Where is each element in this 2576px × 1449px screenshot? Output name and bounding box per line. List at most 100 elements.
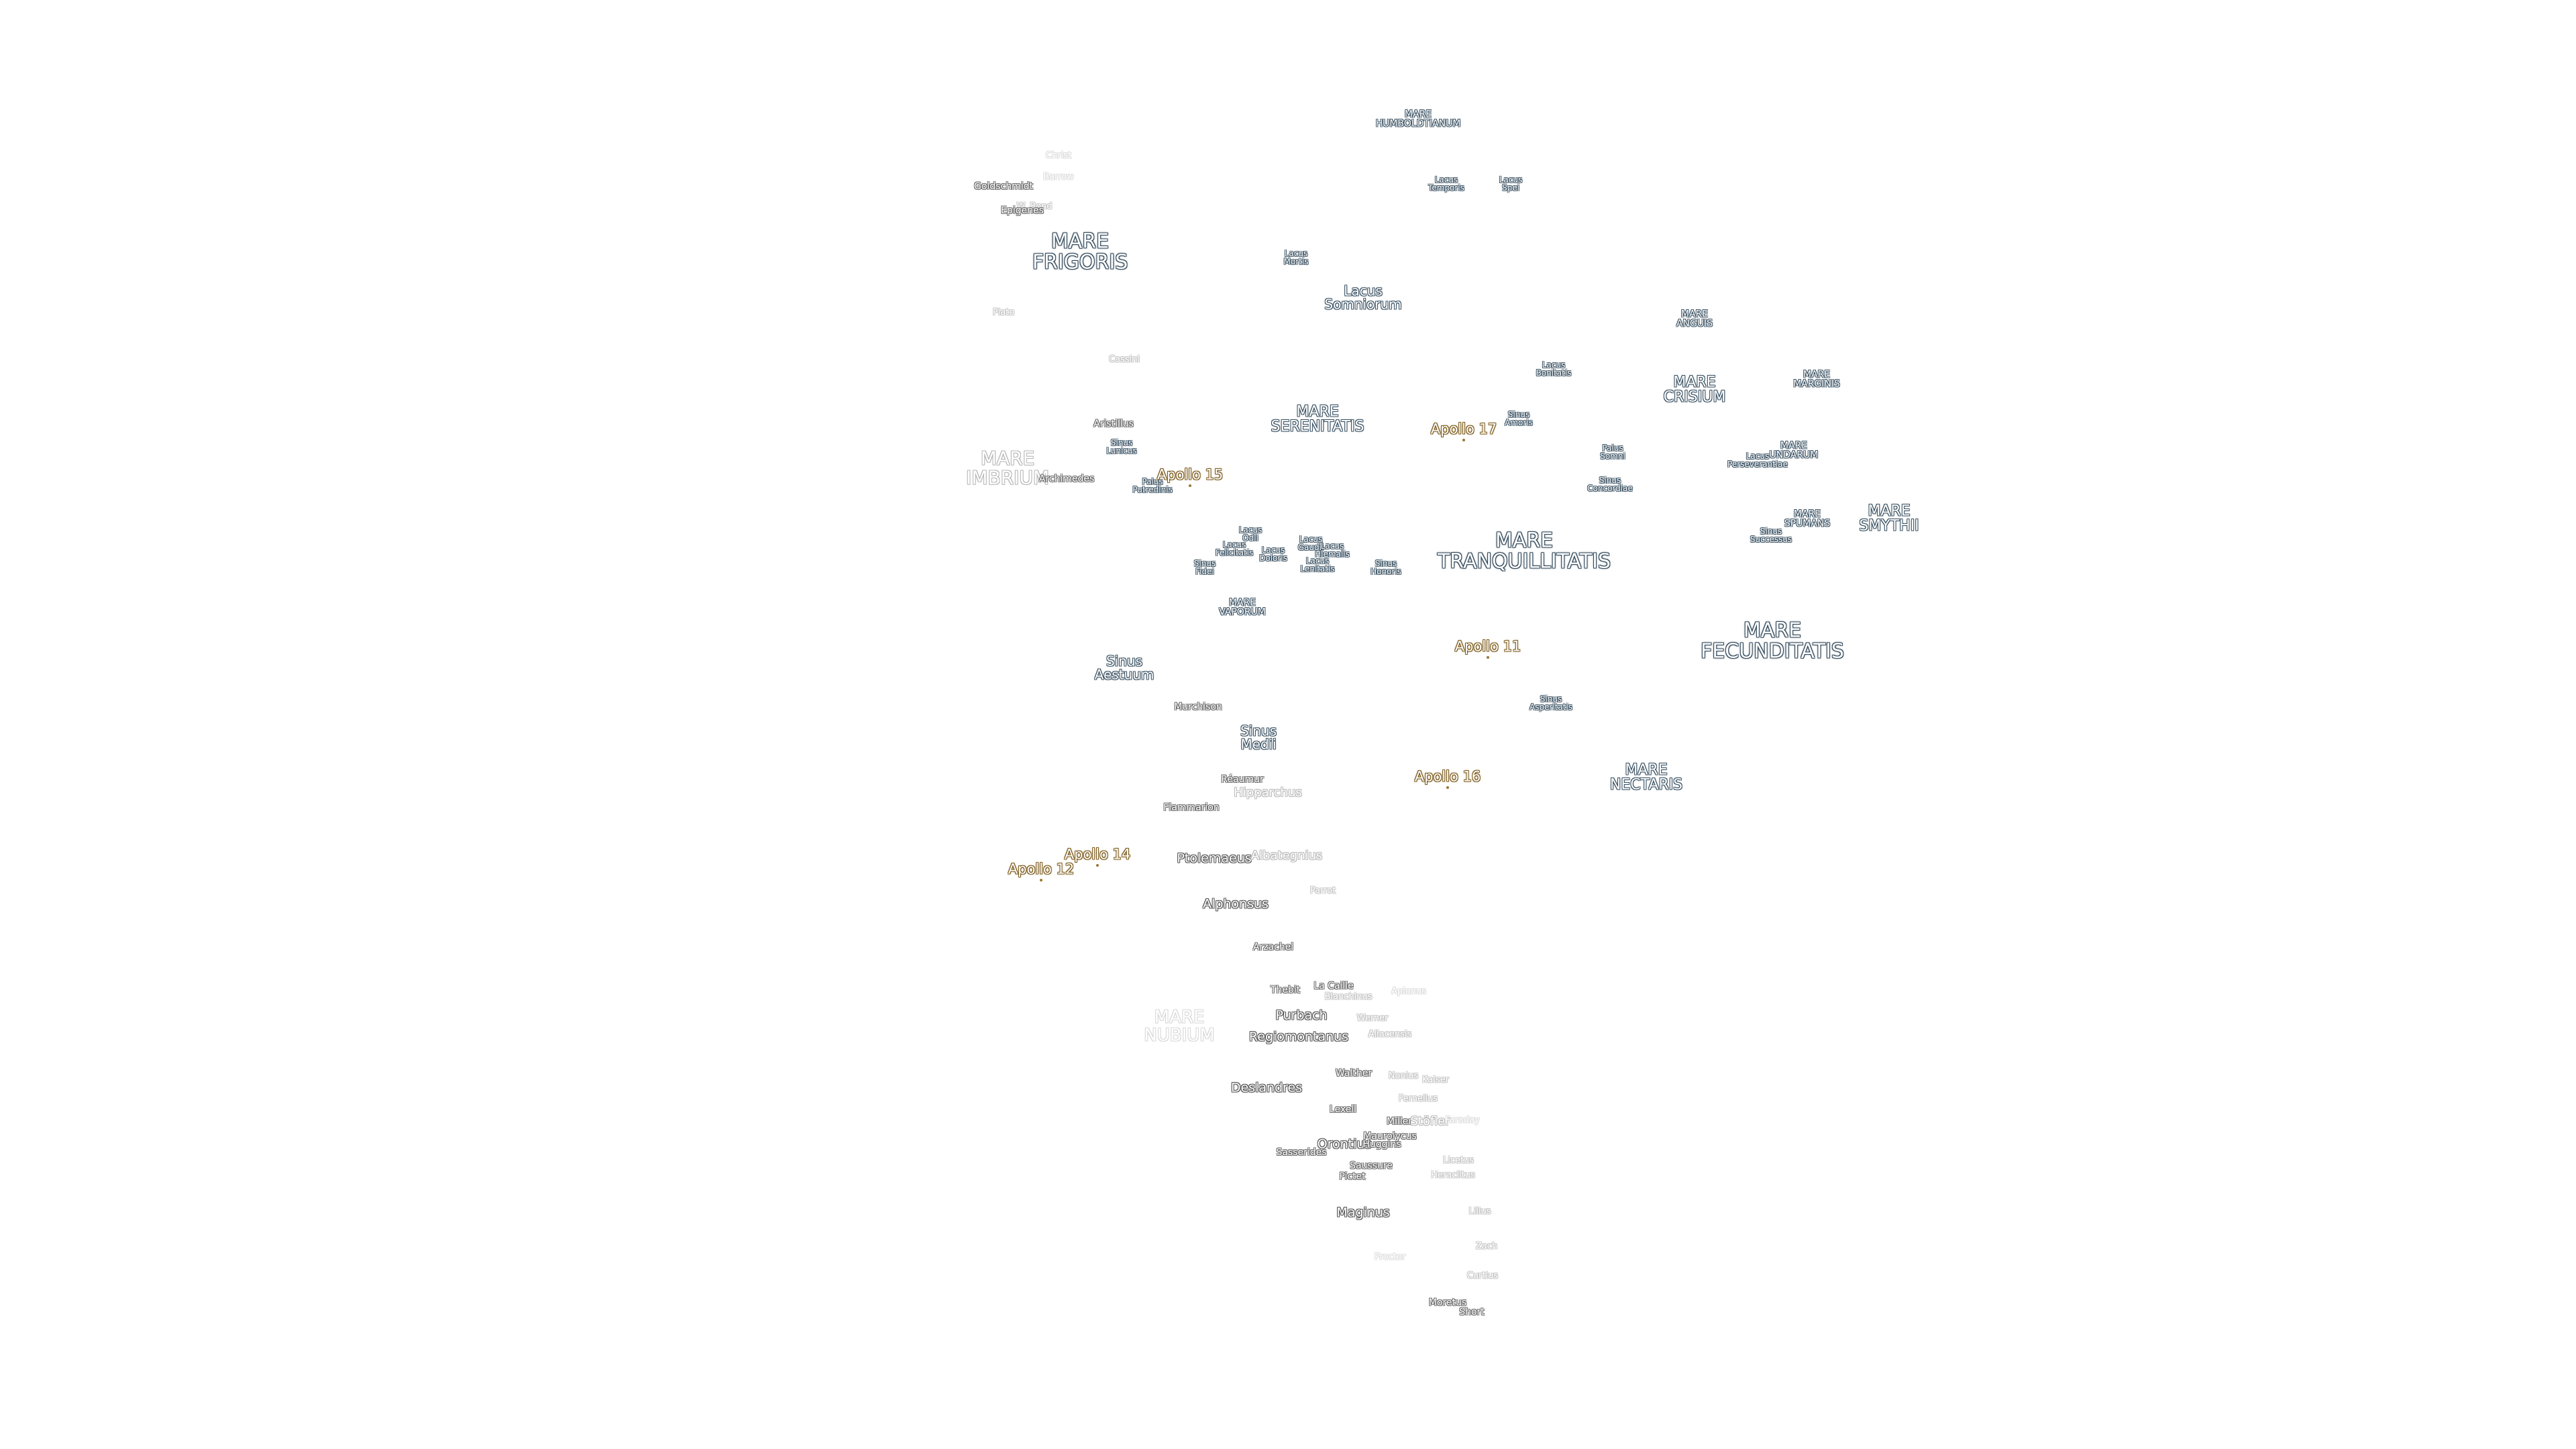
crater-murchison-label[interactable]: Murchison: [1174, 701, 1222, 712]
lacus-hiemalis-label[interactable]: Lacus Hiemalis: [1315, 541, 1350, 559]
crater-maurolycus-label[interactable]: Maurolycus: [1363, 1130, 1417, 1142]
sinus-asperitatis-label[interactable]: Sinus Asperitatis: [1529, 694, 1573, 712]
crater-apianus-label[interactable]: Apianus: [1391, 986, 1426, 997]
sinus-successus-label[interactable]: Sinus Successus: [1750, 526, 1792, 544]
crater-licetus-label[interactable]: Licetus: [1442, 1155, 1474, 1166]
mare-frigoris-label[interactable]: MARE FRIGORIS: [1032, 229, 1128, 274]
apollo-17-marker-icon[interactable]: [1462, 439, 1465, 441]
lacus-bonitatis-label[interactable]: Lacus Bonitatis: [1536, 360, 1572, 378]
lacus-gaudii-label[interactable]: Lacus Gaudii: [1297, 534, 1324, 552]
crater-thebit-label[interactable]: Thebit: [1270, 984, 1301, 996]
apollo-17-label[interactable]: Apollo 17: [1430, 421, 1497, 437]
crater-proctor-label[interactable]: Proctor: [1374, 1252, 1406, 1263]
crater-stofler-label[interactable]: Stöfler: [1410, 1114, 1450, 1128]
sinus-concordiae-label[interactable]: Sinus Concordiae: [1587, 475, 1633, 493]
crater-werner-label[interactable]: Werner: [1356, 1013, 1389, 1024]
apollo-16-marker-icon[interactable]: [1446, 786, 1449, 789]
mare-anguis-label[interactable]: MARE ANGUIS: [1676, 309, 1713, 329]
apollo-11-marker-icon[interactable]: [1487, 656, 1489, 659]
sinus-aestuum-label[interactable]: Sinus Aestuum: [1094, 653, 1155, 683]
apollo-14-marker-icon[interactable]: [1096, 864, 1099, 867]
crater-barrow-label[interactable]: Barrow: [1043, 172, 1074, 182]
palus-somni-label[interactable]: Palus Somni: [1600, 443, 1625, 461]
crater-fernelius-label[interactable]: Fernelius: [1398, 1093, 1438, 1104]
crater-orontius-label[interactable]: Orontius: [1317, 1136, 1372, 1152]
lacus-somniorum-label[interactable]: Lacus Somniorum: [1324, 282, 1402, 313]
sinus-medii-label[interactable]: Sinus Medii: [1240, 722, 1277, 753]
lacus-odii-label[interactable]: Lacus Odii: [1238, 525, 1263, 543]
crater-short-label[interactable]: Short: [1459, 1306, 1485, 1318]
lacus-mortis-label[interactable]: Lacus Mortis: [1283, 248, 1309, 266]
lacus-spei-label[interactable]: Lacus Spei: [1499, 174, 1523, 193]
crater-purbach-label[interactable]: Purbach: [1275, 1008, 1328, 1023]
mare-fecunditatis-label[interactable]: MARE FECUNDITATIS: [1701, 619, 1844, 663]
crater-faraday-label[interactable]: Faraday: [1445, 1115, 1480, 1126]
mare-marginis-label[interactable]: MARE MARGINIS: [1793, 369, 1840, 390]
crater-albategnius-label[interactable]: Albategnius: [1250, 848, 1323, 863]
crater-kaiser-label[interactable]: Kaiser: [1422, 1075, 1449, 1085]
crater-archimedes-label[interactable]: Archimedes: [1038, 473, 1095, 484]
mare-humboldtianum-label[interactable]: MARE HUMBOLDTIANUM: [1375, 109, 1461, 129]
crater-heraclitus-label[interactable]: Heraclitus: [1431, 1170, 1475, 1181]
crater-aristillus-label[interactable]: Aristillus: [1093, 418, 1134, 429]
sinus-honoris-label[interactable]: Sinus Honoris: [1371, 558, 1401, 576]
crater-arzachel-label[interactable]: Arzachel: [1252, 941, 1294, 953]
lacus-lenitatis-label[interactable]: Lacus Lenitatis: [1300, 555, 1335, 574]
mare-imbrium-label[interactable]: MARE IMBRIUM: [966, 447, 1049, 488]
crater-nonius-label[interactable]: Nonius: [1388, 1071, 1419, 1081]
mare-crisium-label[interactable]: MARE CRISIUM: [1663, 374, 1726, 406]
crater-flammarion-label[interactable]: Flammarion: [1163, 802, 1220, 813]
lacus-doloris-label[interactable]: Lacus Doloris: [1259, 545, 1287, 563]
crater-blanchinus-label[interactable]: Blanchinus: [1324, 991, 1373, 1002]
apollo-12-label[interactable]: Apollo 12: [1008, 861, 1075, 877]
crater-la-caille-label[interactable]: La Caille: [1313, 980, 1354, 991]
crater-reaumur-label[interactable]: Réaumur: [1221, 773, 1264, 785]
mare-undarum-label[interactable]: MARE UNDARUM: [1769, 440, 1819, 461]
crater-parrot-label[interactable]: Parrot: [1309, 885, 1336, 896]
crater-huggins-label[interactable]: Huggins: [1362, 1138, 1401, 1150]
sinus-amoris-label[interactable]: Sinus Amoris: [1505, 409, 1533, 427]
apollo-11-label[interactable]: Apollo 11: [1454, 638, 1521, 655]
apollo-14-label[interactable]: Apollo 14: [1064, 846, 1131, 863]
crater-lexell-label[interactable]: Lexell: [1329, 1104, 1357, 1115]
apollo-12-marker-icon[interactable]: [1040, 879, 1042, 881]
apollo-15-marker-icon[interactable]: [1189, 484, 1191, 487]
crater-plato-label[interactable]: Plato: [992, 307, 1015, 318]
crater-aliacensis-label[interactable]: Aliacensis: [1368, 1029, 1412, 1040]
crater-zach-label[interactable]: Zach: [1475, 1241, 1498, 1252]
crater-deslandres-label[interactable]: Deslandres: [1230, 1080, 1303, 1095]
mare-serenitatis-label[interactable]: MARE SERENITATIS: [1271, 403, 1364, 435]
sinus-lunicus-label[interactable]: Sinus Lunicus: [1106, 437, 1137, 455]
crater-alphonsus-label[interactable]: Alphonsus: [1203, 896, 1269, 912]
crater-epigenes-label[interactable]: Epigenes: [1001, 205, 1044, 216]
crater-hipparchus-label[interactable]: Hipparchus: [1234, 785, 1302, 800]
crater-pictet-label[interactable]: Pictet: [1339, 1171, 1366, 1182]
crater-lilius-label[interactable]: Lilius: [1468, 1206, 1491, 1217]
mare-spumans-label[interactable]: MARE SPUMANS: [1784, 508, 1831, 529]
crater-miller-label[interactable]: Miller: [1386, 1116, 1413, 1127]
crater-maginus-label[interactable]: Maginus: [1336, 1205, 1390, 1220]
mare-nectaris-label[interactable]: MARE NECTARIS: [1609, 761, 1683, 794]
lacus-temporis-label[interactable]: Lacus Temporis: [1428, 174, 1464, 193]
mare-smythii-label[interactable]: MARE SMYTHII: [1859, 502, 1919, 535]
lacus-felicitatis-label[interactable]: Lacus Felicitatis: [1215, 539, 1254, 557]
crater-cassini-label[interactable]: Cassini: [1108, 354, 1140, 365]
crater-sasserides-label[interactable]: Sasserides: [1276, 1146, 1327, 1158]
sinus-fidei-label[interactable]: Sinus Fidei: [1193, 558, 1216, 576]
mare-vaporum-label[interactable]: MARE VAPORUM: [1219, 597, 1266, 618]
crater-ptolemaeus-label[interactable]: Ptolemaeus: [1177, 851, 1252, 866]
mare-nubium-label[interactable]: MARE NUBIUM: [1144, 1007, 1215, 1045]
crater-saussure-label[interactable]: Saussure: [1350, 1160, 1393, 1171]
crater-curtius-label[interactable]: Curtius: [1466, 1271, 1499, 1281]
lacus-perseverantiae-label[interactable]: Lacus Perseverantiae: [1727, 451, 1788, 469]
crater-walther-label[interactable]: Walther: [1335, 1067, 1373, 1079]
palus-putredinis-label[interactable]: Palus Putredinis: [1132, 476, 1173, 494]
crater-w-bond-label[interactable]: W. Bond: [1016, 201, 1053, 212]
mare-tranquillitatis-label[interactable]: MARE TRANQUILLITATIS: [1437, 529, 1611, 573]
apollo-15-label[interactable]: Apollo 15: [1157, 466, 1224, 483]
crater-regiomontanus-label[interactable]: Regiomontanus: [1248, 1029, 1349, 1044]
crater-christ-label[interactable]: Christ: [1045, 150, 1072, 161]
apollo-16-label[interactable]: Apollo 16: [1414, 768, 1481, 785]
crater-moretus-label[interactable]: Moretus: [1428, 1297, 1467, 1308]
